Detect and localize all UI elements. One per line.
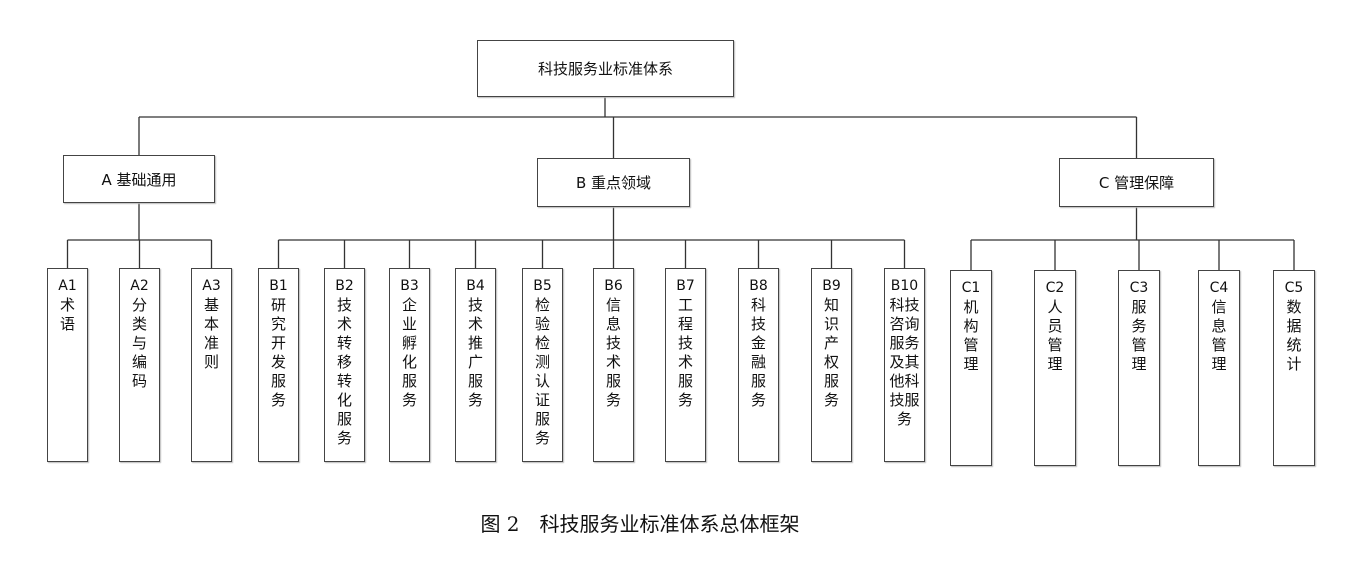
leaf-node-b1: B1 研究开发服务 xyxy=(258,268,299,462)
category-node-2: C 管理保障 xyxy=(1059,158,1214,207)
leaf-node-b3: B3 企业孵化服务 xyxy=(389,268,430,462)
leaf-label: 企业孵化服务 xyxy=(401,296,417,409)
leaf-node-b4: B4 技术推广服务 xyxy=(455,268,496,462)
leaf-label: 知识产权服务 xyxy=(823,296,839,409)
leaf-code: B4 xyxy=(466,278,485,294)
leaf-code: B9 xyxy=(822,278,841,294)
leaf-label: 分类与编码 xyxy=(131,296,147,390)
leaf-code: B3 xyxy=(400,278,419,294)
leaf-code: B8 xyxy=(749,278,768,294)
leaf-code: C2 xyxy=(1045,280,1065,296)
leaf-label: 技术转移转化服务 xyxy=(336,296,352,447)
leaf-label: 技术推广服务 xyxy=(467,296,483,409)
leaf-node-b10: B10 科技咨询服务及其他科技服务 xyxy=(884,268,925,462)
leaf-code: A3 xyxy=(202,278,221,294)
leaf-node-b8: B8 科技金融服务 xyxy=(738,268,779,462)
leaf-node-b5: B5 检验检测认证服务 xyxy=(522,268,563,462)
leaf-node-b2: B2 技术转移转化服务 xyxy=(324,268,365,462)
leaf-label: 基本准则 xyxy=(203,296,219,371)
leaf-code: B5 xyxy=(533,278,552,294)
leaf-code: B10 xyxy=(890,278,919,294)
leaf-label: 术语 xyxy=(59,296,75,333)
category-node-0: A 基础通用 xyxy=(63,155,215,203)
leaf-label: 科技咨询服务及其他科技服务 xyxy=(889,296,920,428)
leaf-node-a1: A1 术语 xyxy=(47,268,88,462)
leaf-label: 数据统计 xyxy=(1286,298,1302,373)
leaf-code: B6 xyxy=(604,278,623,294)
leaf-node-a2: A2 分类与编码 xyxy=(119,268,160,462)
leaf-node-b7: B7 工程技术服务 xyxy=(665,268,706,462)
leaf-label: 工程技术服务 xyxy=(677,296,693,409)
leaf-label: 信息管理 xyxy=(1211,298,1227,373)
leaf-label: 研究开发服务 xyxy=(270,296,286,409)
leaf-label: 服务管理 xyxy=(1131,298,1147,373)
category-label: B 重点领域 xyxy=(575,174,652,192)
figure-caption: 图 2 科技服务业标准体系总体框架 xyxy=(480,512,800,536)
leaf-label: 科技金融服务 xyxy=(750,296,766,409)
leaf-label: 信息技术服务 xyxy=(605,296,621,409)
leaf-code: A2 xyxy=(130,278,149,294)
leaf-label: 检验检测认证服务 xyxy=(534,296,550,447)
leaf-node-a3: A3 基本准则 xyxy=(191,268,232,462)
leaf-node-c1: C1 机构管理 xyxy=(950,270,992,466)
leaf-node-c2: C2 人员管理 xyxy=(1034,270,1076,466)
leaf-code: C3 xyxy=(1129,280,1149,296)
leaf-node-c5: C5 数据统计 xyxy=(1273,270,1315,466)
leaf-node-b9: B9 知识产权服务 xyxy=(811,268,852,462)
leaf-node-b6: B6 信息技术服务 xyxy=(593,268,634,462)
leaf-code: C4 xyxy=(1209,280,1229,296)
category-label: C 管理保障 xyxy=(1098,174,1175,192)
leaf-node-c3: C3 服务管理 xyxy=(1118,270,1160,466)
leaf-code: C5 xyxy=(1284,280,1304,296)
leaf-code: A1 xyxy=(58,278,77,294)
root-label: 科技服务业标准体系 xyxy=(537,60,673,78)
leaf-code: B1 xyxy=(269,278,288,294)
leaf-label: 机构管理 xyxy=(963,298,979,373)
leaf-node-c4: C4 信息管理 xyxy=(1198,270,1240,466)
leaf-code: B7 xyxy=(676,278,695,294)
root-node: 科技服务业标准体系 xyxy=(477,40,734,97)
category-label: A 基础通用 xyxy=(101,170,177,189)
leaf-label: 人员管理 xyxy=(1047,298,1063,373)
category-node-1: B 重点领域 xyxy=(537,158,690,207)
leaf-code: C1 xyxy=(961,280,981,296)
leaf-code: B2 xyxy=(335,278,354,294)
